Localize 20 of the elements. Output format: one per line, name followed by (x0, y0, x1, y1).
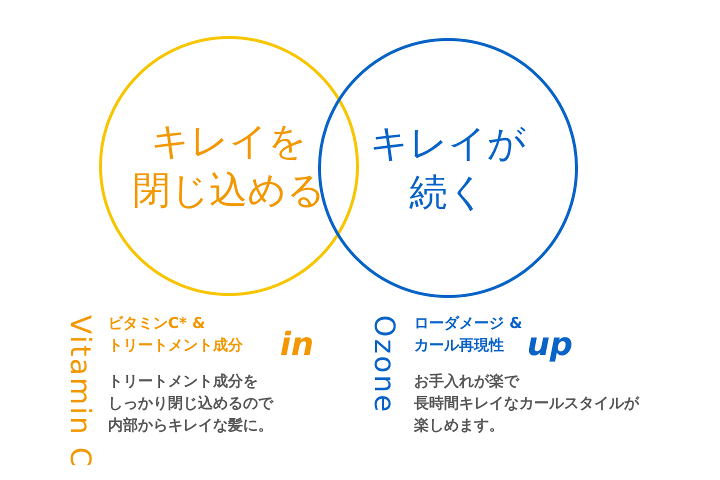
venn-circle (99, 36, 359, 296)
description-text: 楽しめます。 (414, 415, 504, 436)
vertical-title: Ozone (368, 315, 401, 414)
feature-heading: ビタミンC* & (108, 313, 206, 334)
venn-circle (318, 38, 578, 298)
feature-heading: トリートメント成分 (108, 335, 243, 356)
emphasis-word: up (527, 328, 573, 360)
circle-text: 続く (410, 169, 486, 216)
description-text: お手入れが楽で (414, 371, 519, 392)
vertical-title: Vitamin C (64, 315, 97, 469)
circle-text: キレイが (370, 120, 526, 167)
description-text: 長時間キレイなカールスタイルが (414, 393, 639, 414)
emphasis-word: in (280, 328, 314, 360)
circle-text: 閉じ込める (132, 167, 326, 214)
feature-heading: カール再現性 (414, 335, 504, 356)
description-text: トリートメント成分を (108, 371, 258, 392)
description-text: しっかり閉じ込めるので (108, 393, 273, 414)
circle-text: キレイを (151, 118, 307, 165)
description-text: 内部からキレイな髪に。 (108, 415, 273, 436)
feature-heading: ローダメージ & (414, 313, 522, 334)
